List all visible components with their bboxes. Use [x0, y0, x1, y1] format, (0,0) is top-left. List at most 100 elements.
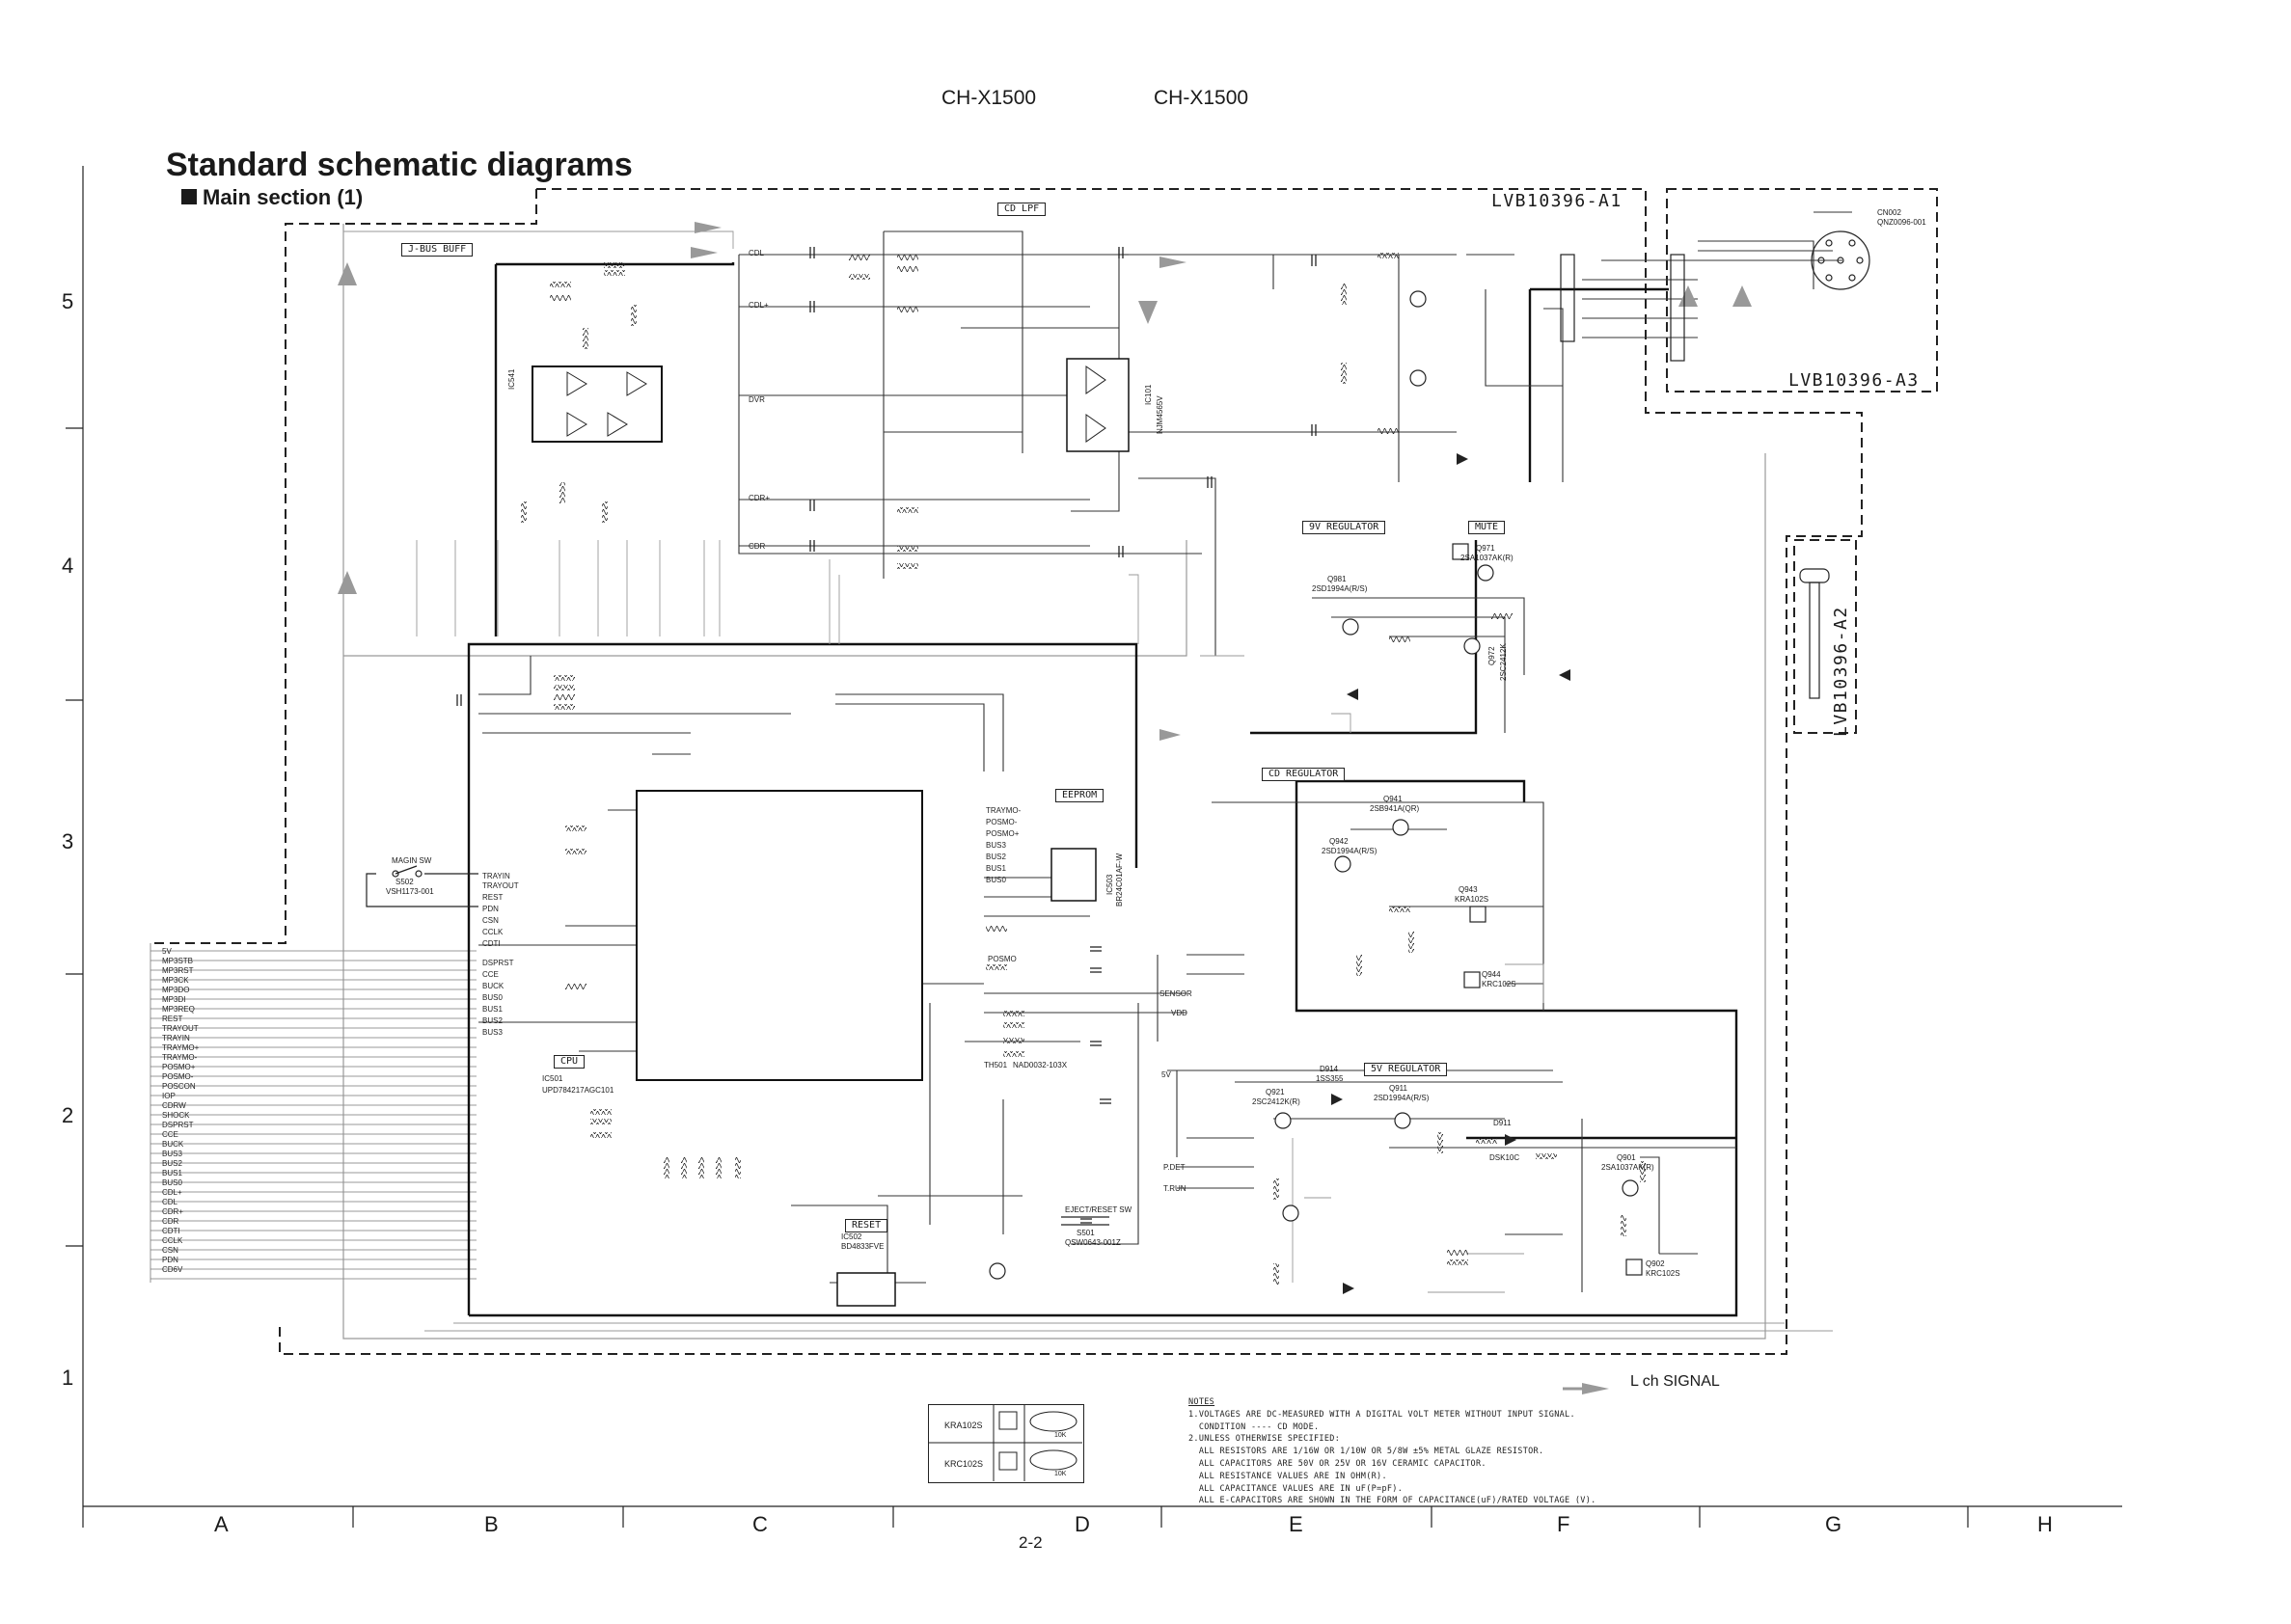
th501-part-label: NAD0032-103X: [1013, 1061, 1068, 1069]
notes-line: ALL RESISTANCE VALUES ARE IN OHM(R).: [1188, 1471, 1387, 1481]
column-letter-c: C: [752, 1512, 768, 1536]
notes-line: ALL RESISTORS ARE 1/16W OR 1/10W OR 5/8W…: [1188, 1447, 1544, 1457]
cpu-pin-label: BUS2: [482, 1016, 503, 1025]
block-jbus-buff: J-BUS BUFF: [401, 243, 474, 257]
q921-part-label: 2SC2412K(R): [1252, 1097, 1300, 1106]
block-reset: RESET: [845, 1219, 888, 1232]
notes-line: ALL E-CAPACITORS ARE SHOWN IN THE FORM O…: [1188, 1496, 1596, 1506]
column-letter-e: E: [1289, 1512, 1303, 1536]
page-title: Standard schematic diagrams: [166, 147, 633, 183]
cpu-right-pin-label: POSMO+: [986, 829, 1020, 838]
q971-part-label: 2SA1037AK(R): [1460, 554, 1514, 562]
net-dvr: DVR: [749, 395, 765, 404]
signal-arrows: [338, 222, 1752, 1394]
switch-s502: [366, 865, 478, 907]
ic503-part-label: BR24C01AF-W: [1115, 853, 1124, 907]
row-number-5: 5: [62, 289, 74, 313]
s501-part-label: QSW0643-001Z: [1065, 1238, 1121, 1247]
cpu-right-pin-label: BUS3: [986, 841, 1006, 850]
cpu-pin-label: DSPRST: [482, 959, 514, 967]
block-5v-regulator: 5V REGULATOR: [1364, 1063, 1448, 1076]
bus-signal: TRAYMO-: [162, 1053, 198, 1062]
column-letter-b: B: [484, 1512, 499, 1536]
thin-traces: [342, 230, 1833, 1339]
bus-signal: MP3STB: [162, 957, 194, 965]
block-9v-regulator: 9V REGULATOR: [1302, 521, 1386, 534]
block-cd-lpf: CD LPF: [997, 203, 1047, 216]
q941-part-label: 2SB941A(QR): [1370, 804, 1420, 813]
cpu-right-pin-label: POSMO-: [986, 818, 1018, 826]
block-mute: MUTE: [1468, 521, 1506, 534]
q944-part-label: KRC102S: [1482, 980, 1516, 988]
ic502-label: IC502: [841, 1232, 862, 1241]
d911-label: D911: [1493, 1119, 1512, 1127]
bus-signal: POSCON: [162, 1082, 196, 1091]
row-number-3: 3: [62, 829, 74, 853]
row-number-2: 2: [62, 1103, 74, 1127]
bus-signal: TRAYOUT: [162, 1024, 199, 1033]
bus-signal: SHOCK: [162, 1111, 190, 1120]
d911-part-label: DSK10C: [1489, 1153, 1520, 1162]
bus-signal: CDTI: [162, 1227, 180, 1235]
table-r-value-1: 10K: [1054, 1432, 1067, 1439]
bus-signal: CDL: [162, 1198, 178, 1206]
bus-signal: REST: [162, 1015, 183, 1023]
bus-signal: MP3DO: [162, 986, 190, 994]
block-cpu: CPU: [554, 1055, 586, 1069]
q972-label: Q972: [1487, 646, 1496, 665]
net-vdd: VDD: [1171, 1009, 1187, 1017]
q972-part-label: 2SC2412K: [1499, 643, 1508, 681]
bus-signal: MP3CK: [162, 976, 189, 985]
bus-signal: TRAYIN: [162, 1034, 190, 1042]
net-trun: T.RUN: [1163, 1184, 1186, 1193]
q942-label: Q942: [1329, 837, 1349, 846]
q943-label: Q943: [1459, 885, 1478, 894]
legend-lch-signal: L ch SIGNAL: [1630, 1373, 1720, 1390]
cpu-pin-label: BUCK: [482, 982, 505, 990]
section-title: Main section (1): [203, 185, 364, 209]
block-eeprom: EEPROM: [1055, 789, 1105, 802]
table-kra102s: KRA102S: [944, 1421, 983, 1430]
bus-signal: BUCK: [162, 1140, 184, 1149]
notes-line: ALL CAPACITORS ARE 50V OR 25V OR 16V CER…: [1188, 1458, 1486, 1469]
digital-transistors: [1452, 543, 1643, 1276]
model-number-left: CH-X1500: [941, 87, 1037, 109]
ic541-label: IC541: [507, 368, 516, 390]
bus-signal: CDRW: [162, 1101, 186, 1110]
transistor-symbols: [989, 290, 1639, 1280]
ic101-part-label: NJM4565V: [1156, 395, 1164, 434]
q911-label: Q911: [1389, 1084, 1407, 1093]
q944-label: Q944: [1482, 970, 1501, 979]
transistor-table-lines: [928, 1404, 1082, 1481]
model-number-right: CH-X1500: [1154, 87, 1249, 109]
th501-label: TH501: [984, 1061, 1008, 1069]
column-letter-d: D: [1075, 1512, 1090, 1536]
row-number-4: 4: [62, 554, 74, 578]
q902-part-label: KRC102S: [1646, 1269, 1680, 1278]
eject-switch-label: EJECT/RESET SW: [1065, 1205, 1132, 1214]
signal-traces: [478, 211, 1852, 1292]
cpu-right-pin-label: BUS2: [986, 853, 1006, 861]
bus-signal: POSMO+: [162, 1063, 196, 1071]
column-letter-f: F: [1557, 1512, 1570, 1536]
transistor-table-symbols: [998, 1411, 1077, 1471]
notes-line: CONDITION ---- CD MODE.: [1188, 1421, 1320, 1432]
bus-signal: 5V: [162, 947, 172, 956]
bus-signal: BUS2: [162, 1159, 182, 1168]
column-letter-g: G: [1825, 1512, 1842, 1536]
row-number-1: 1: [62, 1366, 74, 1390]
net-sensor: SENSOR: [1159, 989, 1192, 998]
capacitor-symbols: [456, 247, 1317, 1224]
bus-signal: BUS3: [162, 1150, 182, 1158]
ic502-part-label: BD4833FVE: [841, 1242, 885, 1251]
s501-label: S501: [1077, 1229, 1095, 1237]
d914-part-label: 1SS355: [1316, 1074, 1344, 1083]
cpu-pin-label: BUS3: [482, 1028, 503, 1037]
q901-part-label: 2SA1037AK(R): [1601, 1163, 1654, 1172]
resistor-symbols: [521, 253, 1646, 1285]
q943-part-label: KRA102S: [1455, 895, 1489, 904]
board-label-a2: LVB10396-A2: [1831, 606, 1851, 737]
s502-label: S502: [395, 878, 414, 886]
